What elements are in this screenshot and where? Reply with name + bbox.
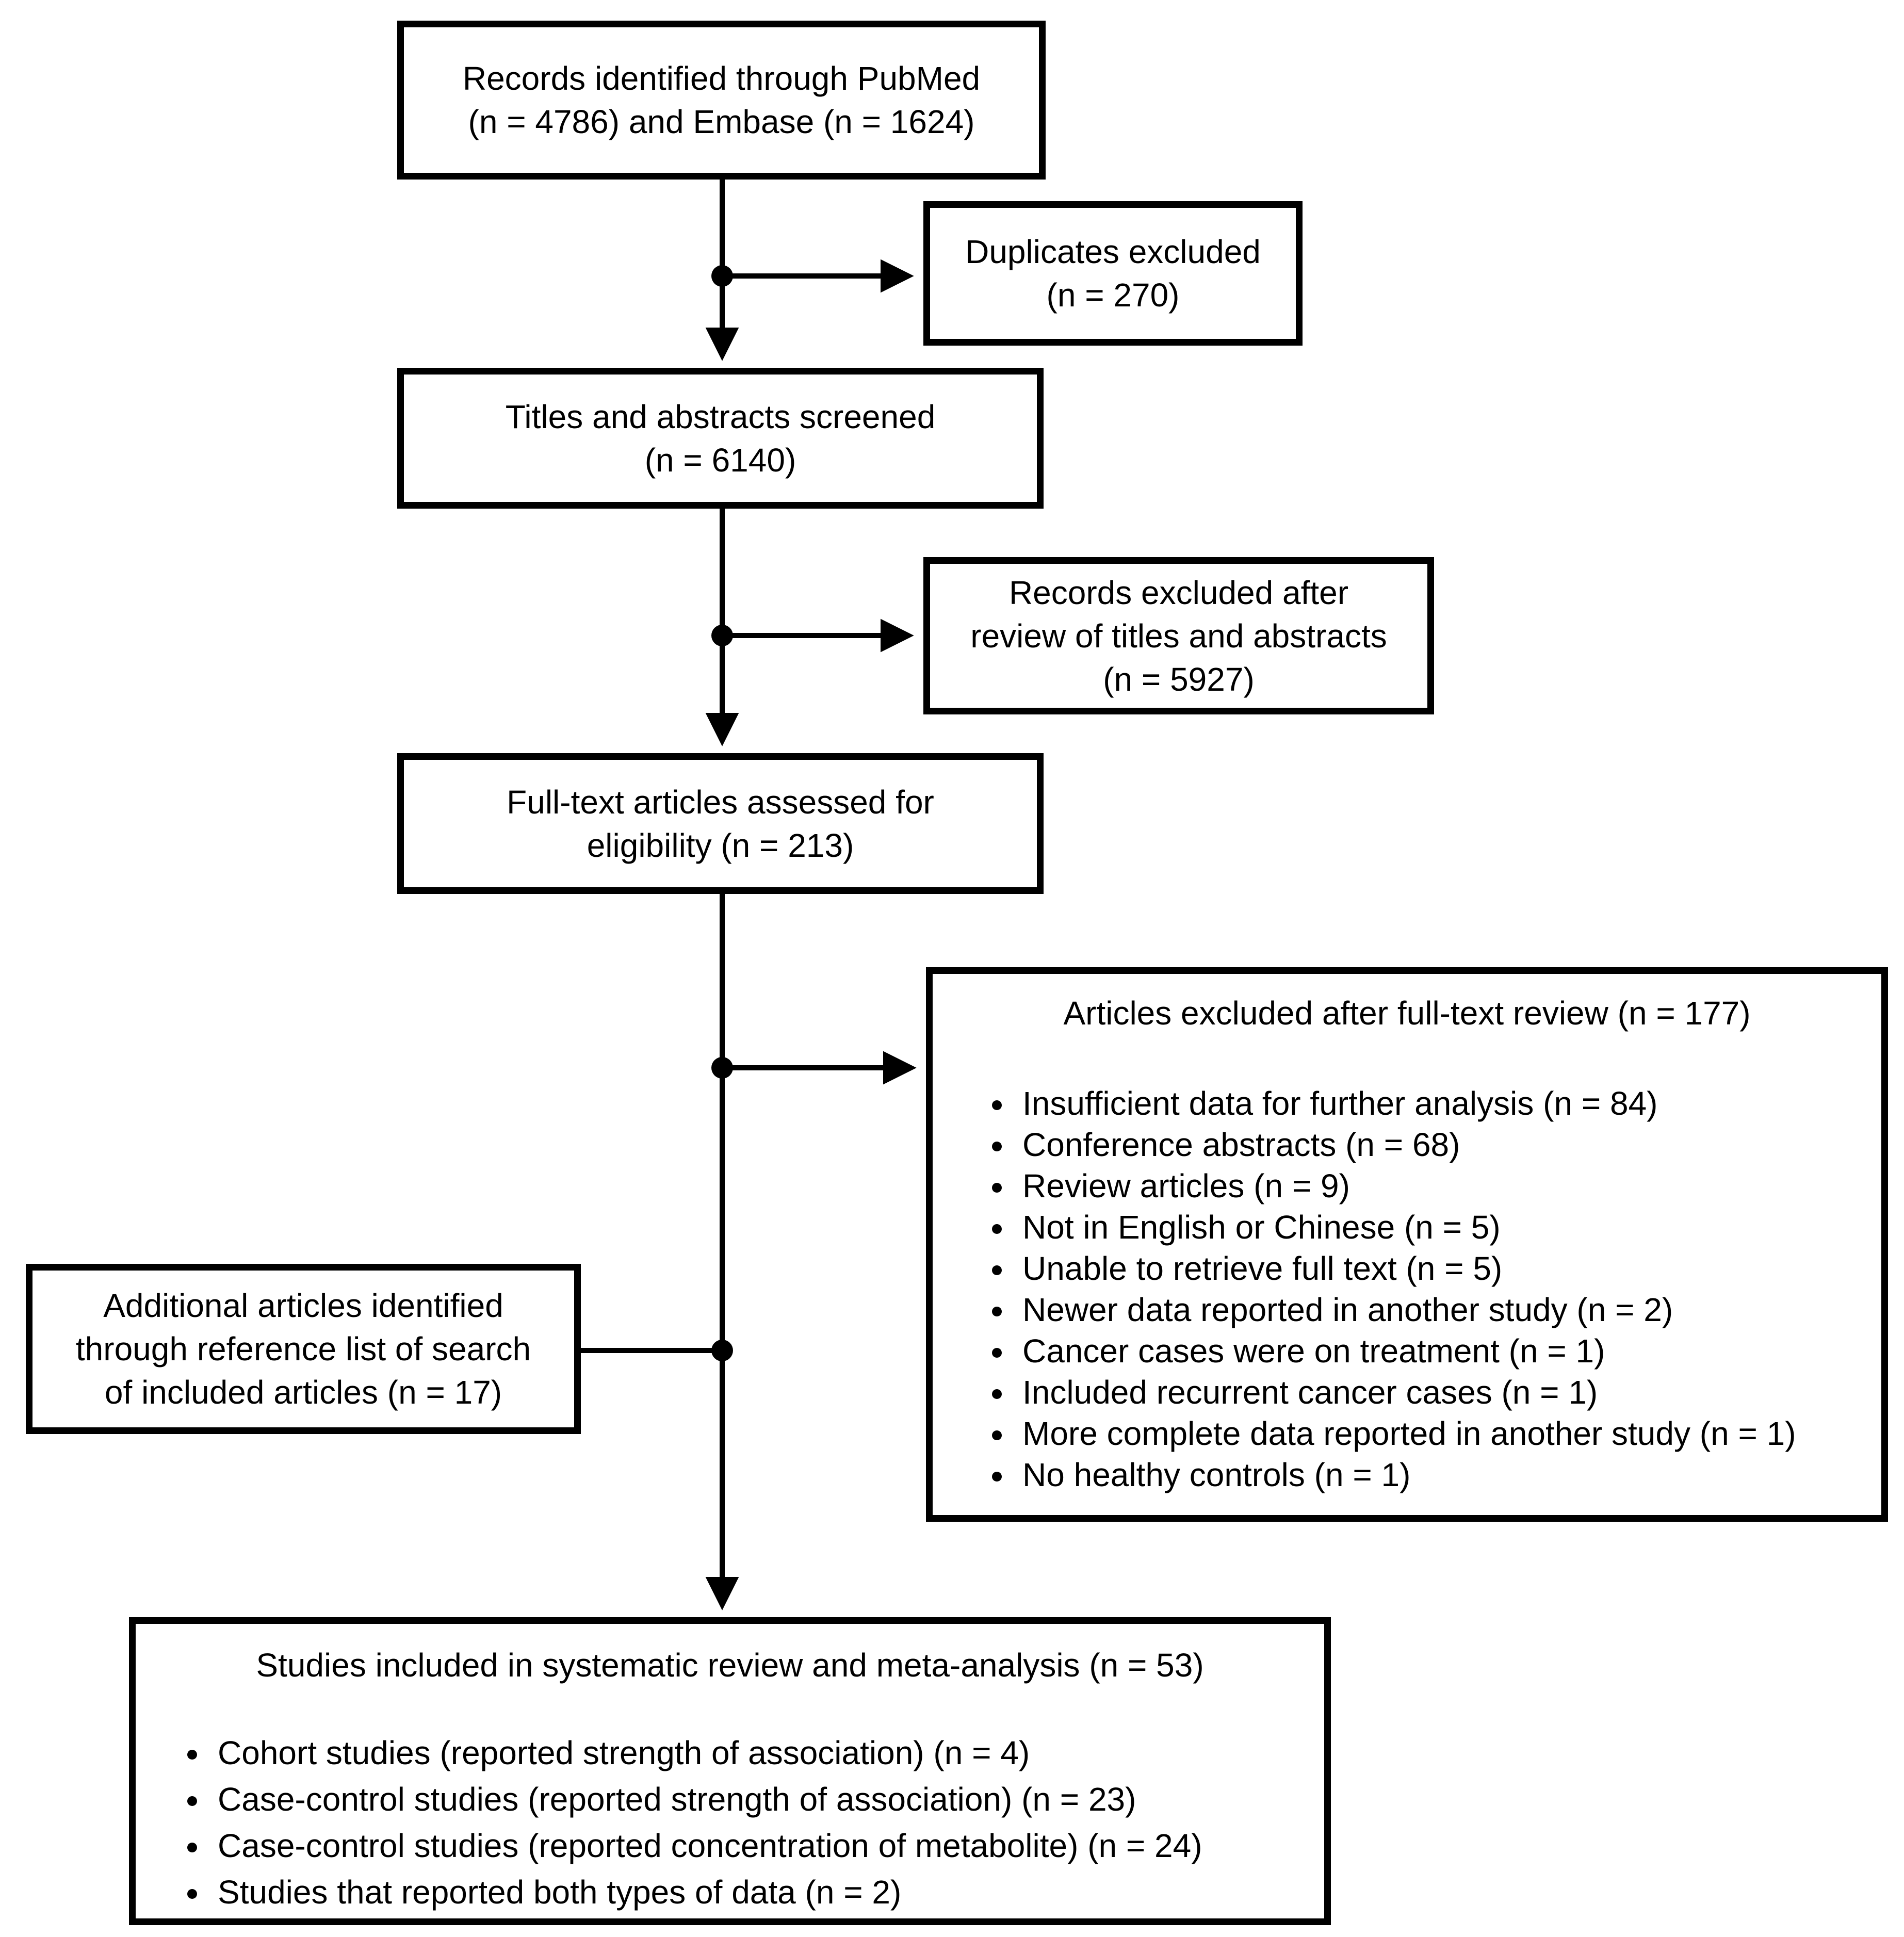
box-fulltext-assessed: Full-text articles assessed for eligibil… [397, 753, 1044, 894]
exclusion-reason-item: Unable to retrieve full text (n = 5) [1015, 1248, 1861, 1289]
records-excluded-line1: Records excluded after [1008, 574, 1349, 611]
included-study-item: Studies that reported both types of data… [210, 1869, 1304, 1915]
additional-articles-line1: Additional articles identified [103, 1287, 503, 1324]
junction-dot-records-excluded [711, 625, 733, 646]
exclusion-reason-item: Conference abstracts (n = 68) [1015, 1124, 1861, 1165]
exclusion-reason-item: Newer data reported in another study (n … [1015, 1289, 1861, 1330]
box-studies-included: Studies included in systematic review an… [129, 1617, 1331, 1925]
exclusion-reason-list: Insufficient data for further analysis (… [953, 1083, 1861, 1495]
titles-screened-line2: (n = 6140) [644, 441, 796, 479]
included-study-item: Case-control studies (reported concentra… [210, 1822, 1304, 1869]
titles-screened-line1: Titles and abstracts screened [505, 398, 936, 435]
box-articles-excluded: Articles excluded after full-text review… [926, 967, 1888, 1522]
duplicates-excluded-line1: Duplicates excluded [965, 233, 1261, 270]
included-study-item: Case-control studies (reported strength … [210, 1776, 1304, 1822]
fulltext-assessed-line2: eligibility (n = 213) [587, 826, 854, 864]
exclusion-reason-item: Cancer cases were on treatment (n = 1) [1015, 1330, 1861, 1372]
additional-articles-line3: of included articles (n = 17) [104, 1374, 502, 1411]
records-excluded-line2: review of titles and abstracts [970, 617, 1387, 655]
articles-excluded-title: Articles excluded after full-text review… [1063, 995, 1751, 1032]
junction-dot-duplicates [711, 265, 733, 287]
additional-articles-line2: through reference list of search [75, 1330, 531, 1368]
box-additional-articles: Additional articles identified through r… [26, 1264, 581, 1434]
exclusion-reason-item: More complete data reported in another s… [1015, 1413, 1861, 1454]
included-study-list: Cohort studies (reported strength of ass… [156, 1730, 1304, 1915]
box-titles-abstracts-screened: Titles and abstracts screened (n = 6140) [397, 368, 1044, 509]
exclusion-reason-item: Not in English or Chinese (n = 5) [1015, 1207, 1861, 1248]
studies-included-title: Studies included in systematic review an… [256, 1647, 1204, 1684]
records-excluded-line3: (n = 5927) [1103, 660, 1255, 698]
junction-dot-articles-excluded [711, 1057, 733, 1079]
records-identified-line2: (n = 4786) and Embase (n = 1624) [468, 103, 975, 140]
records-identified-line1: Records identified through PubMed [462, 60, 981, 97]
box-duplicates-excluded: Duplicates excluded (n = 270) [923, 201, 1303, 346]
box-records-identified: Records identified through PubMed (n = 4… [397, 21, 1046, 180]
exclusion-reason-item: Review articles (n = 9) [1015, 1165, 1861, 1207]
exclusion-reason-item: Included recurrent cancer cases (n = 1) [1015, 1372, 1861, 1413]
box-records-excluded: Records excluded after review of titles … [923, 557, 1434, 714]
fulltext-assessed-line1: Full-text articles assessed for [507, 783, 934, 821]
exclusion-reason-item: Insufficient data for further analysis (… [1015, 1083, 1861, 1124]
duplicates-excluded-line2: (n = 270) [1046, 276, 1180, 314]
junction-dot-additional-articles [711, 1340, 733, 1361]
included-study-item: Cohort studies (reported strength of ass… [210, 1730, 1304, 1776]
exclusion-reason-item: No healthy controls (n = 1) [1015, 1454, 1861, 1495]
